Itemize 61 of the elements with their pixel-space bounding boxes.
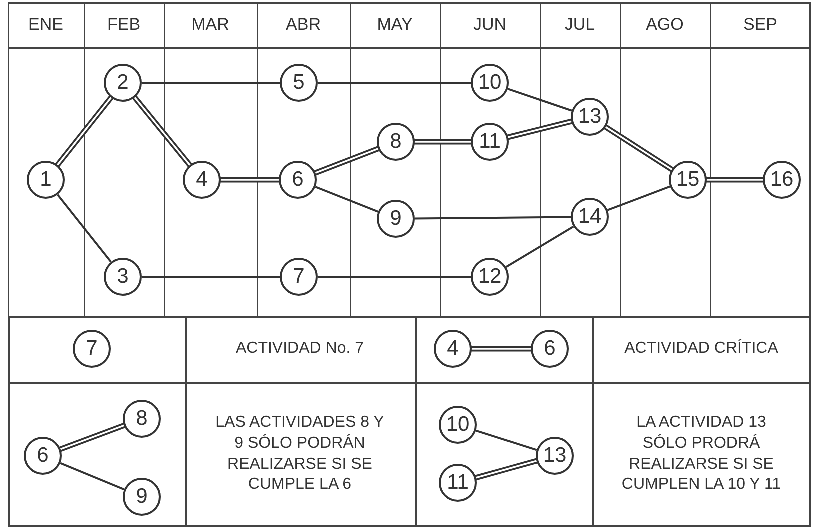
critical-path-line <box>414 139 472 145</box>
month-label: JUN <box>473 14 507 34</box>
event-circle: 5 <box>280 64 318 102</box>
event-circle: 13 <box>536 437 574 475</box>
critical-path-line <box>475 458 538 481</box>
event-circle: 11 <box>439 464 477 502</box>
activity-line <box>142 82 280 84</box>
legend-description: ACTIVIDAD No. 7 <box>234 338 366 359</box>
event-circle: 8 <box>123 400 161 438</box>
activity-line <box>414 216 572 220</box>
critical-path-line <box>604 124 674 172</box>
month-label: ABR <box>286 14 321 34</box>
legend-description: LA ACTIVIDAD 13 SÓLO PRODRÁ REALIZARSE SI SE CUMPLEN LA 10 Y 11 <box>620 412 782 496</box>
critical-path-line <box>706 177 764 183</box>
activity-line <box>142 276 280 278</box>
legend-description: ACTIVIDAD CRÍTICA <box>624 338 780 359</box>
activity-line <box>318 276 471 278</box>
event-circle: 9 <box>123 478 161 516</box>
critical-path-line <box>132 96 193 168</box>
month-label: FEB <box>107 14 141 34</box>
critical-path-line <box>471 346 532 352</box>
event-circle: 7 <box>280 258 318 296</box>
event-circle: 15 <box>669 161 707 199</box>
event-circle: 4 <box>183 161 221 199</box>
activity-line <box>508 88 572 112</box>
critical-path-line <box>220 177 280 183</box>
critical-path-line <box>55 96 114 168</box>
event-circle: 10 <box>471 64 509 102</box>
month-label: MAR <box>192 14 230 34</box>
activity-line <box>60 462 125 491</box>
event-circle: 7 <box>73 330 111 368</box>
event-circle: 11 <box>471 123 509 161</box>
month-label: SEP <box>743 14 778 34</box>
month-label: MAY <box>377 14 413 34</box>
event-circle: 9 <box>377 200 415 238</box>
month-label: ENE <box>28 14 64 34</box>
critical-path-line <box>59 422 126 452</box>
activity-line <box>607 186 671 212</box>
event-circle: 8 <box>377 123 415 161</box>
event-circle: 10 <box>439 406 477 444</box>
event-circle: 6 <box>279 161 317 199</box>
event-circle: 6 <box>531 330 569 368</box>
activity-line <box>57 194 112 263</box>
event-circle: 16 <box>763 161 801 199</box>
activity-line <box>315 186 379 213</box>
event-circle: 4 <box>434 330 472 368</box>
event-circle: 2 <box>104 64 142 102</box>
month-label: AGO <box>646 14 684 34</box>
event-circle: 3 <box>104 258 142 296</box>
activity-line <box>318 82 471 84</box>
event-circle: 12 <box>471 258 509 296</box>
event-circle: 14 <box>571 198 609 236</box>
legend-description: LAS ACTIVIDADES 8 Y 9 SÓLO PODRÁN REALIZARSE SI SE CUMPLE LA 6 <box>214 412 386 496</box>
event-circle: 1 <box>27 161 65 199</box>
activity-line <box>476 430 538 452</box>
activity-line <box>506 226 574 268</box>
event-circle: 13 <box>571 98 609 136</box>
critical-path-line <box>507 118 573 140</box>
event-circle: 6 <box>24 437 62 475</box>
month-label: JUL <box>564 14 596 34</box>
critical-path-line <box>314 146 380 176</box>
